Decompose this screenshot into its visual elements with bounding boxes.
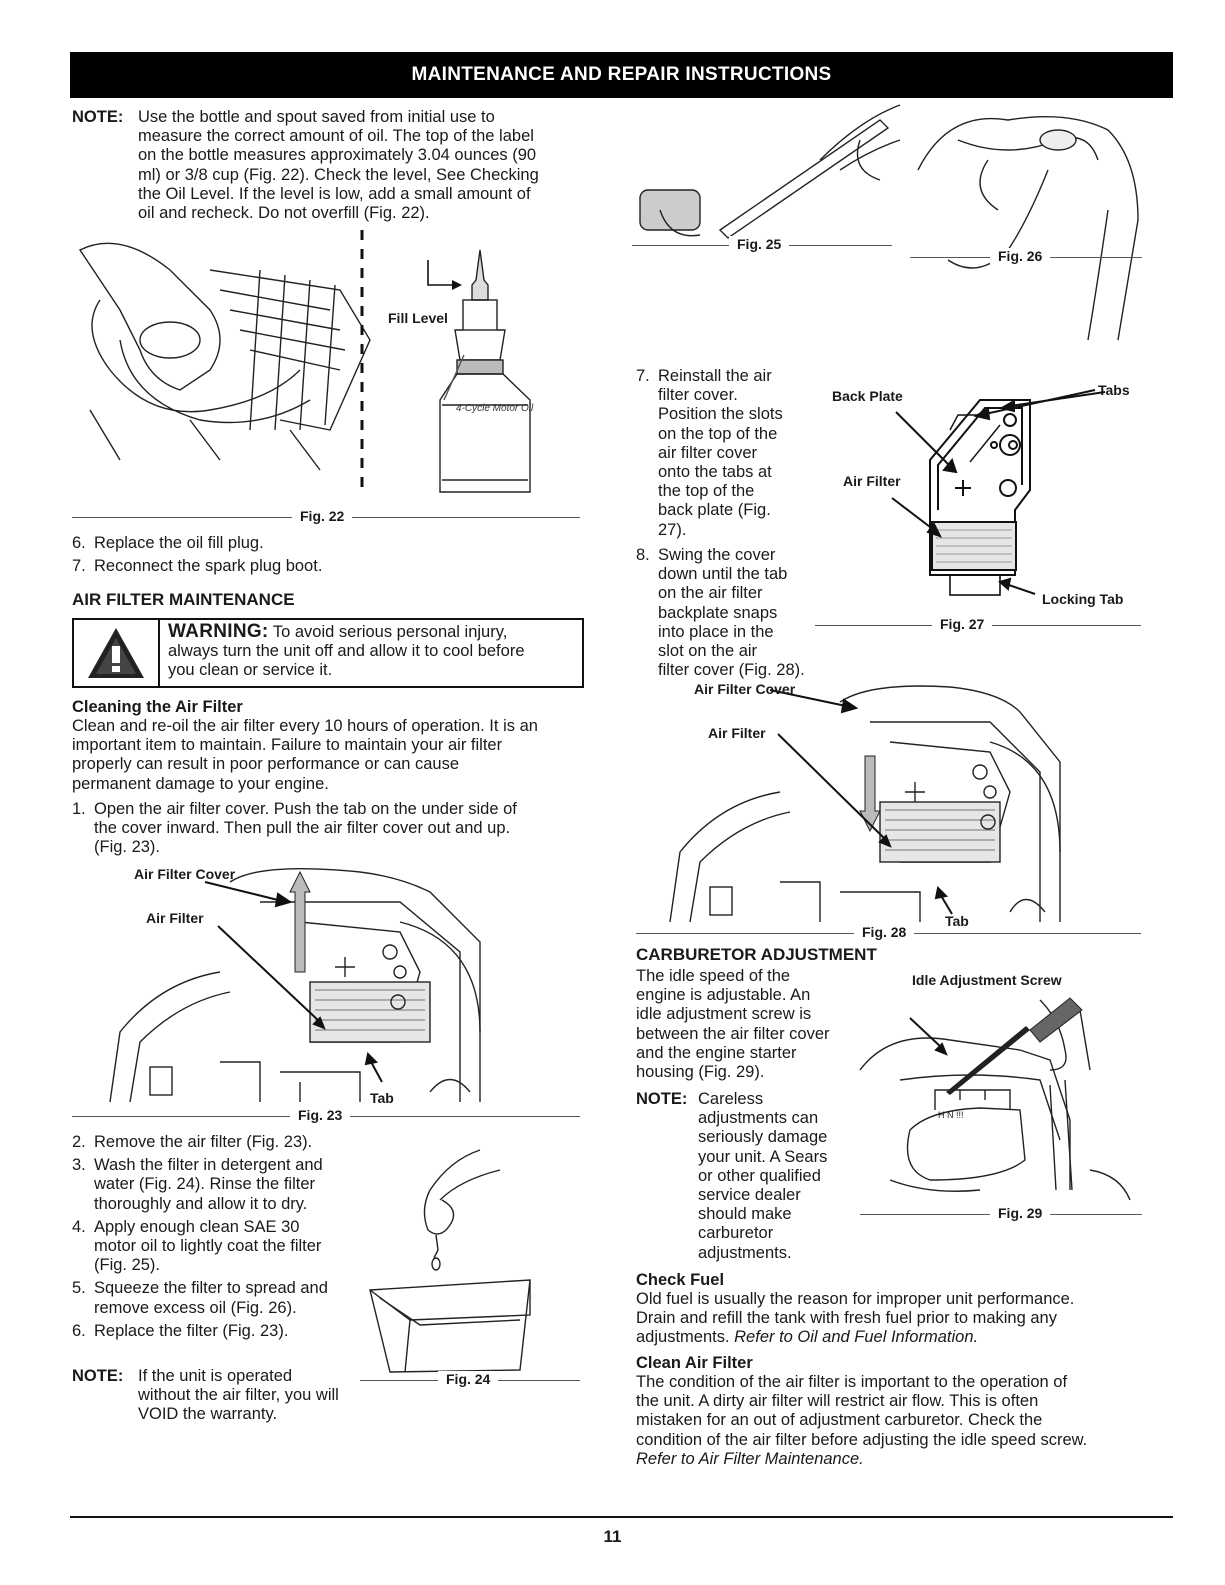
fig25-illustration <box>639 104 901 239</box>
step-8-right: 8. Swing the cover down until the tab on… <box>636 546 805 680</box>
oil-note: NOTE: Use the bottle and spout saved fro… <box>72 108 592 223</box>
clean-air-filter-heading: Clean Air Filter <box>636 1354 753 1372</box>
fig27-illustration <box>891 389 1106 596</box>
warning-title: WARNING: <box>168 621 269 642</box>
step-1: 1. Open the air filter cover. Push the t… <box>72 800 517 857</box>
fig24-caption: Fig. 24 <box>438 1371 499 1387</box>
step-7-right: 7. Reinstall the air filter cover. Posit… <box>636 367 783 539</box>
fig24-illustration <box>369 1149 531 1373</box>
fig22-illustration <box>78 230 531 495</box>
check-fuel-heading: Check Fuel <box>636 1271 725 1289</box>
warranty-note: NOTE: If the unit is operated without th… <box>72 1367 339 1424</box>
fig28-tab-label: Tab <box>945 913 969 929</box>
note-line: on the bottle measures approximately 3.0… <box>138 146 537 165</box>
note-line: Use the bottle and spout saved from init… <box>138 108 495 126</box>
fig22-fill-level-label: Fill Level <box>388 310 448 326</box>
fig27-locking-tab-label: Locking Tab <box>1042 591 1124 607</box>
page-number: 11 <box>603 1527 622 1546</box>
fig27-back-plate-label: Back Plate <box>832 388 903 404</box>
fig25-caption: Fig. 25 <box>729 236 790 252</box>
fig23-caption: Fig. 23 <box>290 1107 351 1123</box>
fig28-illustration <box>669 685 1061 923</box>
fig27-tabs-label: Tabs <box>1098 382 1130 398</box>
fig26-caption: Fig. 26 <box>990 248 1051 264</box>
fig28-cover-label: Air Filter Cover <box>694 681 796 697</box>
fig22-caption: Fig. 22 <box>292 508 353 524</box>
air-filter-heading: AIR FILTER MAINTENANCE <box>72 590 295 609</box>
note-line: measure the correct amount of oil. The t… <box>138 127 534 146</box>
note-label: NOTE: <box>72 108 124 126</box>
fig22-bottle-label: 4-Cycle Motor Oil <box>456 403 534 414</box>
fig27-air-filter-label: Air Filter <box>843 473 901 489</box>
fig29-caption: Fig. 29 <box>990 1205 1051 1221</box>
fig28-caption: Fig. 28 <box>854 924 915 940</box>
clean-air-filter-paragraph: The condition of the air filter is impor… <box>636 1373 1088 1468</box>
cleaning-heading: Cleaning the Air Filter <box>72 698 243 716</box>
fig29-idle-screw-label: Idle Adjustment Screw <box>912 972 1062 988</box>
warning-box: WARNING: To avoid serious personal injur… <box>72 618 584 688</box>
fig28-filter-label: Air Filter <box>708 725 766 741</box>
section-banner: MAINTENANCE AND REPAIR INSTRUCTIONS <box>70 52 1173 98</box>
note-line: ml) or 3/8 cup (Fig. 22). Check the leve… <box>138 165 539 184</box>
warning-triangle-icon <box>74 620 160 686</box>
steps-6-7: 6.Replace the oil fill plug. 7.Reconnect… <box>72 534 323 576</box>
step-7: Reconnect the spark plug boot. <box>94 557 323 576</box>
fig23-filter-label: Air Filter <box>146 910 204 926</box>
fig23-illustration <box>109 867 481 1103</box>
carburetor-heading: CARBURETOR ADJUSTMENT <box>636 945 877 964</box>
carburetor-note: NOTE: Careless adjustments can seriously… <box>636 1090 828 1262</box>
fig29-illustration: H N !!! <box>859 997 1131 1201</box>
fig26-illustration <box>917 115 1139 341</box>
cleaning-paragraph: Clean and re-oil the air filter every 10… <box>72 717 538 793</box>
note-line: oil and recheck. Do not overfill (Fig. 2… <box>138 204 430 223</box>
svg-text:H N !!!: H N !!! <box>938 1110 964 1120</box>
note-line: the Oil Level. If the level is low, add … <box>138 184 531 203</box>
fig23-tab-label: Tab <box>370 1090 394 1106</box>
carburetor-paragraph: The idle speed of the engine is adjustab… <box>636 967 830 1082</box>
check-fuel-paragraph: Old fuel is usually the reason for impro… <box>636 1290 1075 1347</box>
steps-2-6: 2.Remove the air filter (Fig. 23). 3.Was… <box>72 1133 328 1340</box>
fig27-caption: Fig. 27 <box>932 616 993 632</box>
fig23-cover-label: Air Filter Cover <box>134 866 236 882</box>
step-6: Replace the oil fill plug. <box>94 534 264 552</box>
